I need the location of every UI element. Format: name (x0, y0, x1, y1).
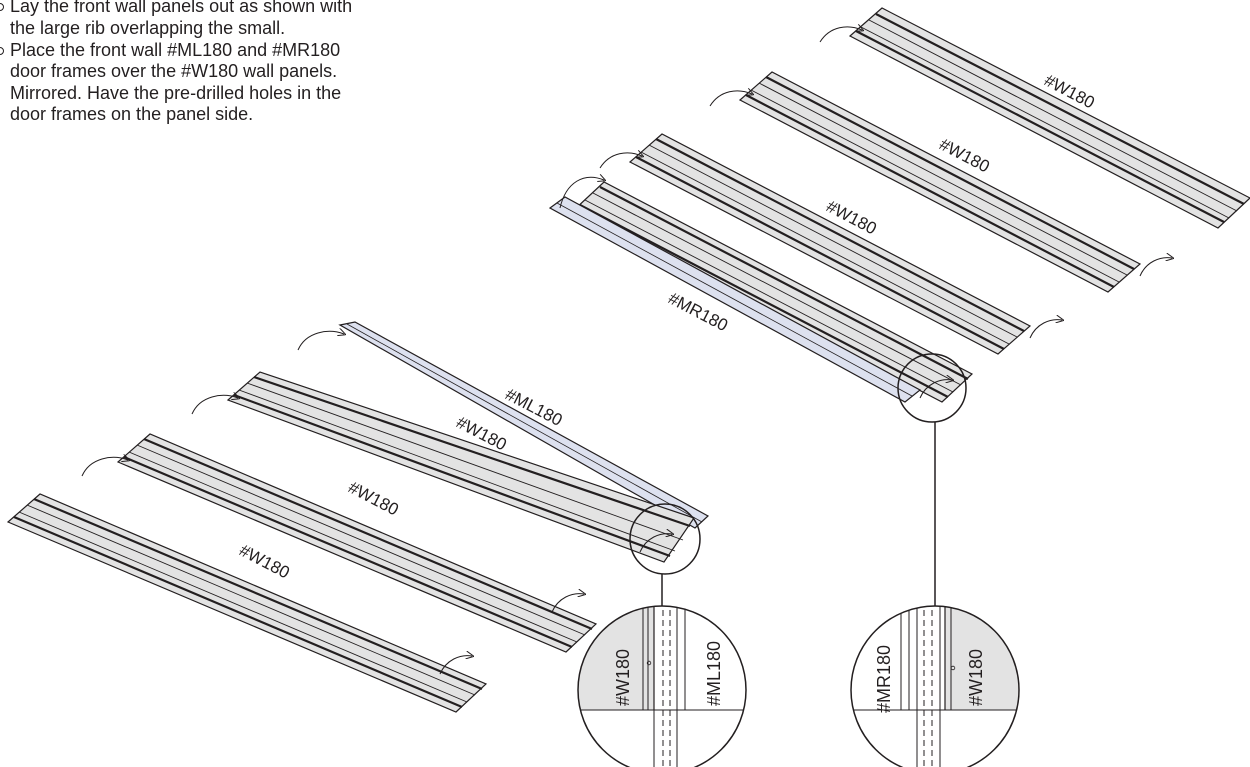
overlap-arrow (297, 331, 344, 351)
right-panel-assembly: #W180 #W180 #W180 #MR180 (548, 7, 1250, 606)
left-panel-3 (116, 433, 598, 653)
detail-view-right: #MR180 #W180 (850, 605, 1020, 767)
detail-right-panel-label: #W180 (966, 649, 986, 706)
right-panel-3 (738, 71, 1142, 293)
right-panel-2 (628, 133, 1032, 355)
callout-circle-right (897, 353, 967, 423)
left-panel-4 (226, 371, 695, 563)
callout-circle-left (629, 503, 701, 575)
overlap-arrow (559, 177, 604, 209)
left-panel-assembly: #ML180 #W180 #W180 #W180 (6, 321, 710, 713)
overlap-arrow (599, 153, 642, 169)
overlap-arrow (639, 534, 672, 553)
instruction-step-1: Lay the front wall panels out as shown w… (0, 0, 366, 39)
overlap-arrow (709, 91, 752, 107)
overlap-arrow (81, 457, 128, 477)
detail-left-panel-label: #W180 (613, 649, 633, 706)
detail-right-frame-label: #MR180 (874, 645, 894, 713)
left-panel-label-3: #W180 (236, 541, 293, 583)
overlap-arrow (439, 656, 472, 675)
overlap-arrow (551, 594, 584, 613)
door-frame-mr180 (548, 196, 922, 403)
instruction-list: Lay the front wall panels out as shown w… (0, 0, 366, 126)
overlap-arrow (1139, 258, 1172, 277)
door-frame-ml180 (338, 321, 710, 529)
right-panel-4 (848, 7, 1250, 229)
right-panel-1 (572, 181, 974, 403)
detail-left-frame-label: #ML180 (704, 641, 724, 706)
overlap-arrow (919, 380, 952, 399)
detail-view-left: #W180 #ML180 (577, 605, 747, 767)
overlap-arrow (1029, 320, 1062, 339)
overlap-arrow (191, 395, 238, 415)
left-panel-label-2: #W180 (345, 478, 402, 520)
left-panel-2 (6, 493, 488, 713)
overlap-arrow (819, 27, 862, 43)
instruction-step-2: Place the front wall #ML180 and #MR180 d… (0, 40, 366, 126)
